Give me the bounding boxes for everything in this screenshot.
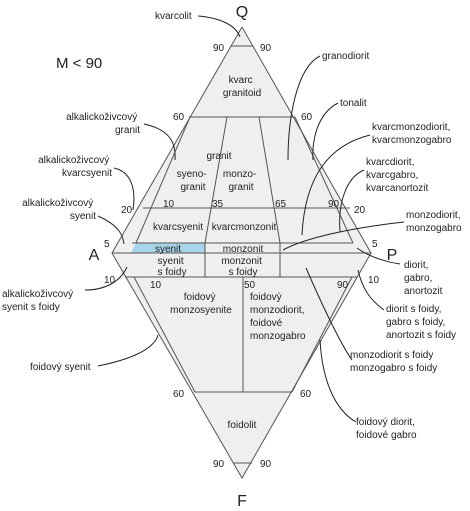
- leader-foid-diorite: [357, 269, 385, 311]
- callout-alkali-quartz-syenite: alkalickoživcový kvarcsyenit: [38, 155, 112, 179]
- tick-p50-lower: 50: [244, 280, 256, 291]
- callout-diorite: diorit, gabro, anortozit: [404, 260, 443, 297]
- tick-p10-upper: 10: [163, 199, 175, 210]
- callout-kvarcolit: kvarcolit: [155, 11, 192, 22]
- callout-monzodiorite: monzodiorit, monzogabro: [406, 210, 463, 234]
- vertex-q-label: Q: [236, 4, 248, 21]
- leader-alkali-quartz-syenite: [113, 167, 135, 211]
- field-monzonite: monzonit: [223, 244, 264, 255]
- callout-foid-diorite: diorit s foidy, gabro s foidy, anortozit…: [386, 304, 456, 341]
- tick-q90-right: 90: [260, 43, 272, 54]
- field-labels: kvarc granitoid granit syeno- granit mon…: [153, 75, 307, 431]
- field-monzogranite: monzo- granit: [223, 169, 259, 193]
- tick-p90-lower: 90: [337, 280, 349, 291]
- leader-kvarcolit: [197, 15, 241, 38]
- leader-monzodiorite: [282, 221, 405, 251]
- tick-q60-right: 60: [301, 112, 313, 123]
- callout-alkali-syenite: alkalickoživcový syenit: [22, 198, 96, 222]
- leader-foid-diorite-gabbro: [319, 339, 357, 423]
- field-foid-monzosyenite: foidový monzosyenite: [170, 292, 232, 316]
- tick-p90-upper: 90: [328, 199, 340, 210]
- callout-quartz-diorite: kvarcdiorit, kvarcgabro, kvarcanortozit: [366, 157, 428, 194]
- tick-q5-left: 5: [104, 239, 110, 250]
- callout-alkali-foid-syenite: alkalickoživcový syenit s foidy: [2, 289, 76, 313]
- leader-quartz-monzodiorite: [301, 134, 371, 236]
- mafic-condition-label: M < 90: [56, 55, 102, 72]
- leader-quartz-diorite: [339, 169, 365, 233]
- leader-tonalit: [312, 102, 339, 161]
- tick-f10-left: 10: [104, 275, 116, 286]
- line-p10-upper: [135, 116, 191, 244]
- vertex-p-label: P: [387, 247, 398, 264]
- tick-q90-left: 90: [213, 43, 225, 54]
- tick-q60-left: 60: [173, 112, 185, 123]
- tick-p10-lower: 10: [150, 280, 162, 291]
- tick-q5-right: 5: [372, 239, 378, 250]
- field-granite: granit: [206, 151, 231, 162]
- leader-alkali-granite: [143, 123, 176, 161]
- callout-foid-diorite-gabbro: foidový diorit, foidové gabro: [356, 417, 418, 441]
- leader-foid-syenite: [97, 334, 159, 367]
- leader-granodiorit: [287, 55, 321, 161]
- field-syenogranite: syeno- granit: [177, 169, 210, 193]
- line-p65-upper: [258, 116, 281, 244]
- vertex-a-label: A: [89, 247, 100, 264]
- tick-q20-left: 20: [121, 205, 133, 216]
- field-foidolite: foidolit: [228, 420, 257, 431]
- field-quartz-syenite: kvarcsyenit: [153, 222, 203, 233]
- line-p35-upper: [204, 116, 228, 244]
- field-boundaries: [111, 26, 372, 480]
- field-foid-monzodiorite: foidový monzodiorit, foidové monzogabro: [250, 292, 307, 342]
- tick-q20-right: 20: [354, 205, 366, 216]
- field-quartz-monzonite: kvarcmonzonit: [212, 222, 277, 233]
- syenite-highlight: [131, 243, 205, 253]
- field-foid-syenite: syenit s foidy: [158, 256, 187, 278]
- tick-p35-upper: 35: [212, 199, 224, 210]
- field-foid-monzonite: monzonit s foidy: [221, 256, 264, 278]
- line-p90-upper: [294, 116, 354, 244]
- leader-foid-monzodiorite: [305, 267, 353, 361]
- leader-lines: [84, 15, 405, 423]
- callout-foid-monzodiorite: monzodiorit s foidy monzogabro s foidy: [350, 350, 437, 374]
- tick-labels: 90 90 60 60 20 20 5 5 10 35 65 90 10 10 …: [104, 43, 380, 470]
- tick-f60-right: 60: [300, 389, 312, 400]
- callout-foid-syenite: foidový syenit: [30, 362, 91, 373]
- tick-f10-right: 10: [368, 275, 380, 286]
- tick-p65-upper: 65: [275, 199, 287, 210]
- tick-f90-right: 90: [260, 459, 272, 470]
- callout-alkali-granite: alkalickoživcový granit: [66, 112, 140, 136]
- tick-f90-left: 90: [213, 459, 225, 470]
- callout-tonalit: tonalit: [340, 98, 367, 109]
- tick-f60-left: 60: [173, 389, 185, 400]
- leader-alkali-syenite: [97, 215, 125, 245]
- callout-labels: kvarcolit granodiorit tonalit alkalickož…: [2, 11, 463, 441]
- line-p90-lower: [291, 276, 353, 393]
- callout-granodiorit: granodiorit: [322, 51, 369, 62]
- callout-quartz-monzodiorite: kvarcmonzodiorit, kvarcmonzogabro: [372, 122, 453, 146]
- field-syenite: syenit: [155, 244, 181, 255]
- leader-diorite: [356, 247, 401, 265]
- vertex-f-label: F: [237, 493, 247, 510]
- field-quartzolite: kvarc granitoid: [223, 75, 261, 99]
- diamond-outline: [111, 26, 372, 480]
- line-p10-lower: [133, 276, 196, 393]
- leader-alkali-foid-syenite: [84, 266, 128, 291]
